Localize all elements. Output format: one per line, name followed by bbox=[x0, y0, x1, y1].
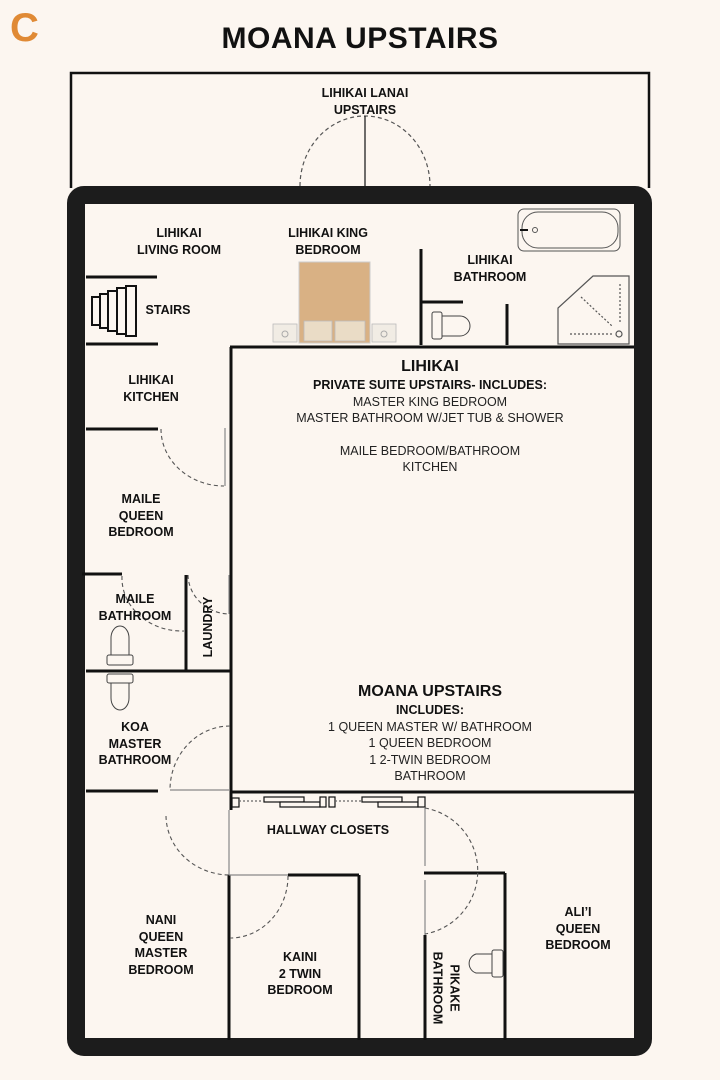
label-line: BEDROOM bbox=[267, 983, 333, 997]
toilet-icon-lihikai bbox=[431, 311, 471, 340]
king-bed-icon bbox=[272, 261, 397, 344]
lihikai-item: KITCHEN bbox=[402, 460, 458, 474]
moana-subheading: INCLUDES: bbox=[395, 703, 465, 717]
door-swings bbox=[121, 428, 479, 939]
page-title: MOANA UPSTAIRS bbox=[221, 22, 499, 55]
moana-heading: MOANA UPSTAIRS bbox=[357, 683, 502, 700]
label-line: LIVING ROOM bbox=[136, 242, 222, 257]
label-line: LAUNDRY bbox=[200, 596, 215, 658]
toilet-icon-pikake bbox=[468, 949, 504, 978]
room-label-lanai: LIHIKAI LANAI UPSTAIRS bbox=[322, 85, 409, 118]
label-line: LIHIKAI bbox=[156, 226, 202, 240]
label-line: QUEEN bbox=[555, 921, 601, 936]
interior-walls bbox=[82, 249, 634, 1040]
logo: C bbox=[10, 6, 39, 50]
label-line: LIHIKAI bbox=[467, 253, 513, 267]
moana-item: 1 2-TWIN BEDROOM bbox=[369, 752, 491, 767]
lihikai-subheading: PRIVATE SUITE UPSTAIRS- INCLUDES: bbox=[312, 378, 548, 392]
label-line: STAIRS bbox=[145, 303, 191, 317]
room-label-living-room: LIHIKAI LIVING ROOM bbox=[137, 225, 221, 258]
label-line: MAILE bbox=[121, 492, 161, 506]
label-line: LIHIKAI LANAI bbox=[321, 86, 409, 100]
room-label-maile-bedroom: MAILE QUEEN BEDROOM bbox=[108, 491, 173, 541]
room-label-alii-bedroom: ALI’I QUEEN BEDROOM bbox=[545, 904, 610, 954]
moana-item: 1 QUEEN MASTER W/ BATHROOM bbox=[328, 719, 532, 734]
moana-info: MOANA UPSTAIRS INCLUDES: 1 QUEEN MASTER … bbox=[328, 682, 532, 785]
room-label-laundry: LAUNDRY bbox=[200, 597, 217, 658]
room-label-maile-bathroom: MAILE BATHROOM bbox=[99, 591, 172, 624]
label-line: LIHIKAI bbox=[128, 373, 174, 387]
label-line: KAINI bbox=[282, 950, 318, 964]
label-line: LIHIKAI KING bbox=[288, 226, 368, 240]
lihikai-item: MASTER BATHROOM W/JET TUB & SHOWER bbox=[296, 411, 564, 425]
lihikai-item: MAILE BEDROOM/BATHROOM bbox=[339, 443, 521, 458]
label-line: BATHROOM bbox=[431, 951, 445, 1025]
room-label-nani-bedroom: NANI QUEEN MASTER BEDROOM bbox=[128, 912, 193, 978]
label-line: HALLWAY CLOSETS bbox=[266, 823, 390, 837]
label-line: NANI bbox=[145, 913, 177, 927]
toilet-icon-maile bbox=[106, 625, 134, 666]
label-line: BATHROOM bbox=[98, 608, 172, 623]
label-line: KOA bbox=[121, 720, 149, 734]
room-label-king-bedroom: LIHIKAI KING BEDROOM bbox=[288, 225, 368, 258]
room-label-stairs: STAIRS bbox=[146, 302, 191, 319]
lihikai-item: MASTER KING BEDROOM bbox=[352, 394, 508, 409]
label-line: MAILE bbox=[115, 592, 155, 606]
bathtub-icon bbox=[517, 208, 621, 252]
label-line: BEDROOM bbox=[545, 938, 611, 952]
stairs-icon bbox=[91, 285, 137, 337]
room-label-koa-bathroom: KOA MASTER BATHROOM bbox=[99, 719, 172, 769]
label-line: PIKAKE bbox=[447, 964, 462, 1012]
label-line: ALI’I bbox=[564, 905, 592, 919]
label-line: UPSTAIRS bbox=[333, 102, 397, 117]
closet-doors bbox=[231, 796, 426, 808]
moana-item: 1 QUEEN BEDROOM bbox=[368, 736, 492, 750]
label-line: BEDROOM bbox=[108, 525, 174, 539]
room-label-kitchen: LIHIKAI KITCHEN bbox=[123, 372, 179, 405]
moana-item: BATHROOM bbox=[394, 769, 466, 783]
label-line: BEDROOM bbox=[128, 962, 194, 977]
lihikai-info: LIHIKAI PRIVATE SUITE UPSTAIRS- INCLUDES… bbox=[296, 357, 563, 476]
label-line: KITCHEN bbox=[123, 389, 179, 404]
room-label-hallway-closets: HALLWAY CLOSETS bbox=[267, 822, 389, 839]
label-line: QUEEN bbox=[118, 508, 164, 523]
room-label-kaini-bedroom: KAINI 2 TWIN BEDROOM bbox=[267, 949, 332, 999]
lanai-door-icon bbox=[299, 115, 431, 187]
label-line: MASTER bbox=[108, 736, 162, 751]
label-line: QUEEN bbox=[138, 929, 184, 944]
room-label-pikake-bathroom: PIKAKE BATHROOM bbox=[430, 952, 463, 1025]
thin-walls bbox=[170, 428, 426, 935]
toilet-icon-koa bbox=[106, 673, 134, 711]
label-line: BATHROOM bbox=[453, 269, 527, 284]
room-label-lihikai-bathroom: LIHIKAI BATHROOM bbox=[454, 252, 527, 285]
outer-wall bbox=[67, 186, 652, 1056]
label-line: 2 TWIN bbox=[278, 966, 322, 981]
lihikai-heading: LIHIKAI bbox=[401, 358, 459, 375]
label-line: BATHROOM bbox=[98, 753, 172, 767]
shower-icon bbox=[557, 275, 630, 345]
label-line: BEDROOM bbox=[295, 242, 361, 257]
lanai-outline bbox=[69, 71, 651, 188]
label-line: MASTER bbox=[134, 946, 188, 960]
